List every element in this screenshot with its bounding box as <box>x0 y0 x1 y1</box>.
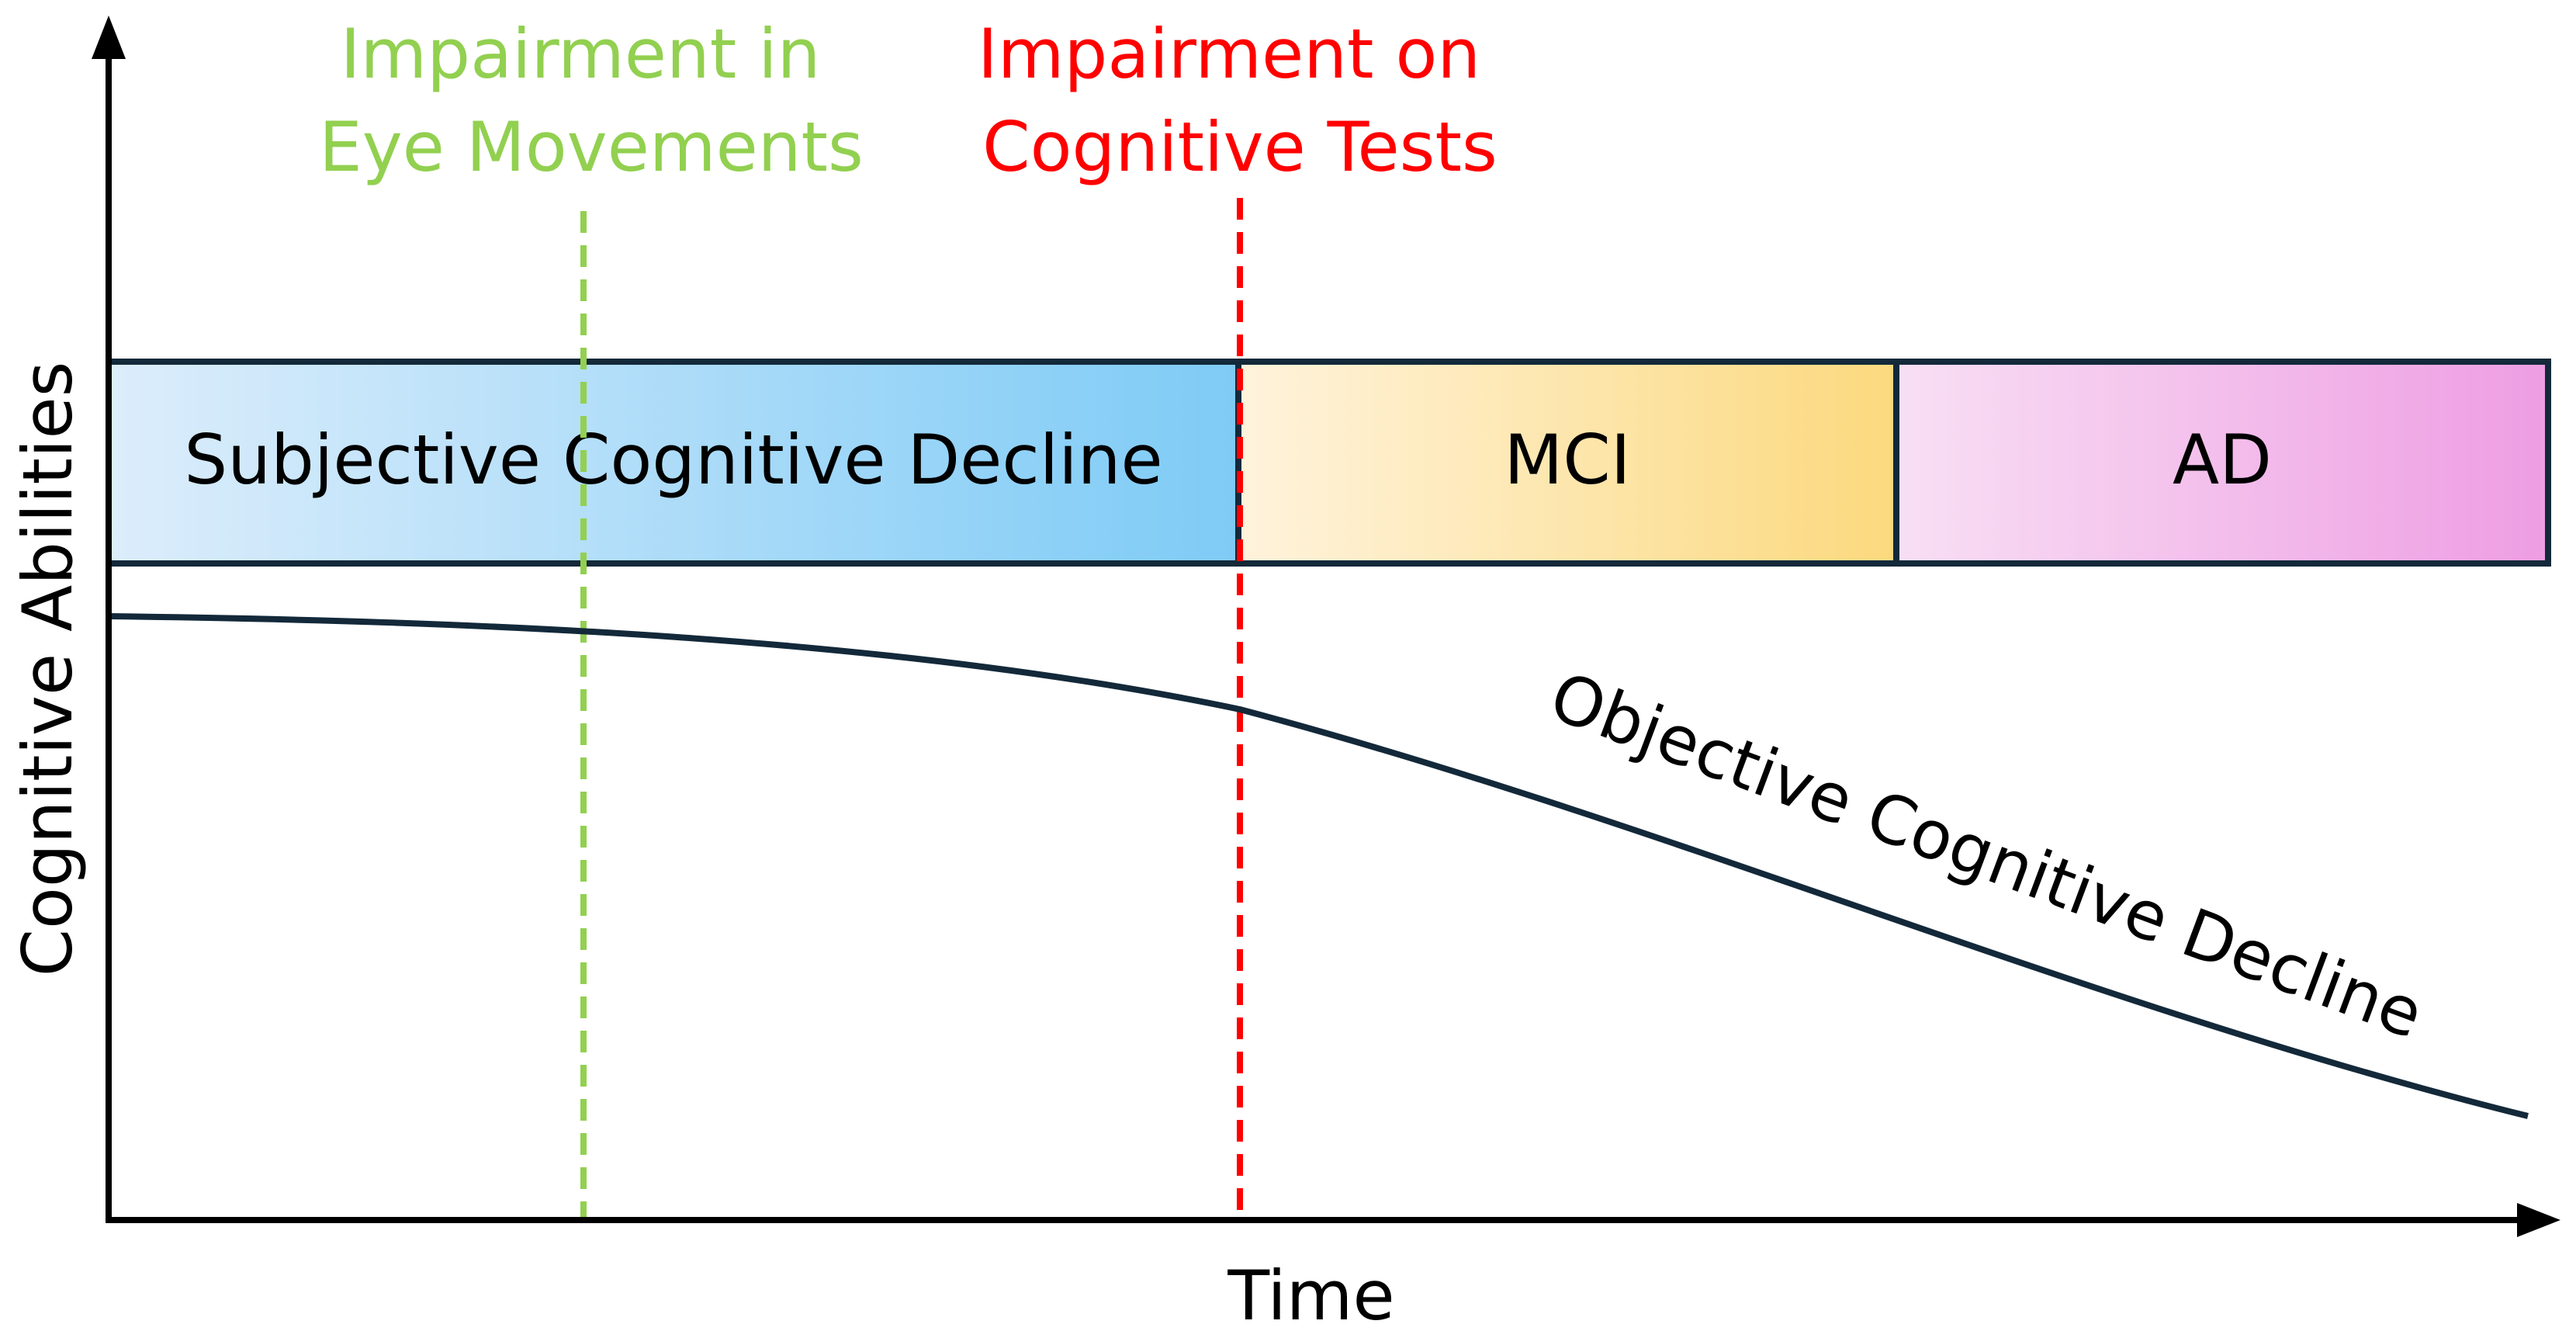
x-axis-label: Time <box>1227 1256 1394 1336</box>
cognitive-tests-marker-label: Impairment on Cognitive Tests <box>978 14 1502 187</box>
y-axis-label: Cognitive Abilities <box>8 362 88 977</box>
stage-box-ad <box>1893 359 2551 567</box>
cognitive-tests-label-line1: Impairment on <box>978 14 1480 94</box>
stage-label-ad: AD <box>2173 420 2272 500</box>
objective-decline-curve <box>108 613 2529 1119</box>
eye-movements-label-line1: Impairment in <box>341 14 821 94</box>
stage-box-mci <box>1235 359 1899 567</box>
cognitive-tests-label-line2: Cognitive Tests <box>982 107 1497 187</box>
eye-movements-label-line2: Eye Movements <box>319 107 864 187</box>
y-axis-arrowhead <box>92 16 126 59</box>
stage-label-mci: MCI <box>1504 420 1630 500</box>
x-axis-arrowhead <box>2517 1203 2560 1237</box>
stage-box-scd <box>106 359 1241 567</box>
objective-decline-label: Objective Cognitive Decline <box>1540 657 2433 1054</box>
eye-movements-marker-label: Impairment in Eye Movements <box>319 14 864 187</box>
stage-label-scd: Subjective Cognitive Decline <box>184 420 1162 500</box>
